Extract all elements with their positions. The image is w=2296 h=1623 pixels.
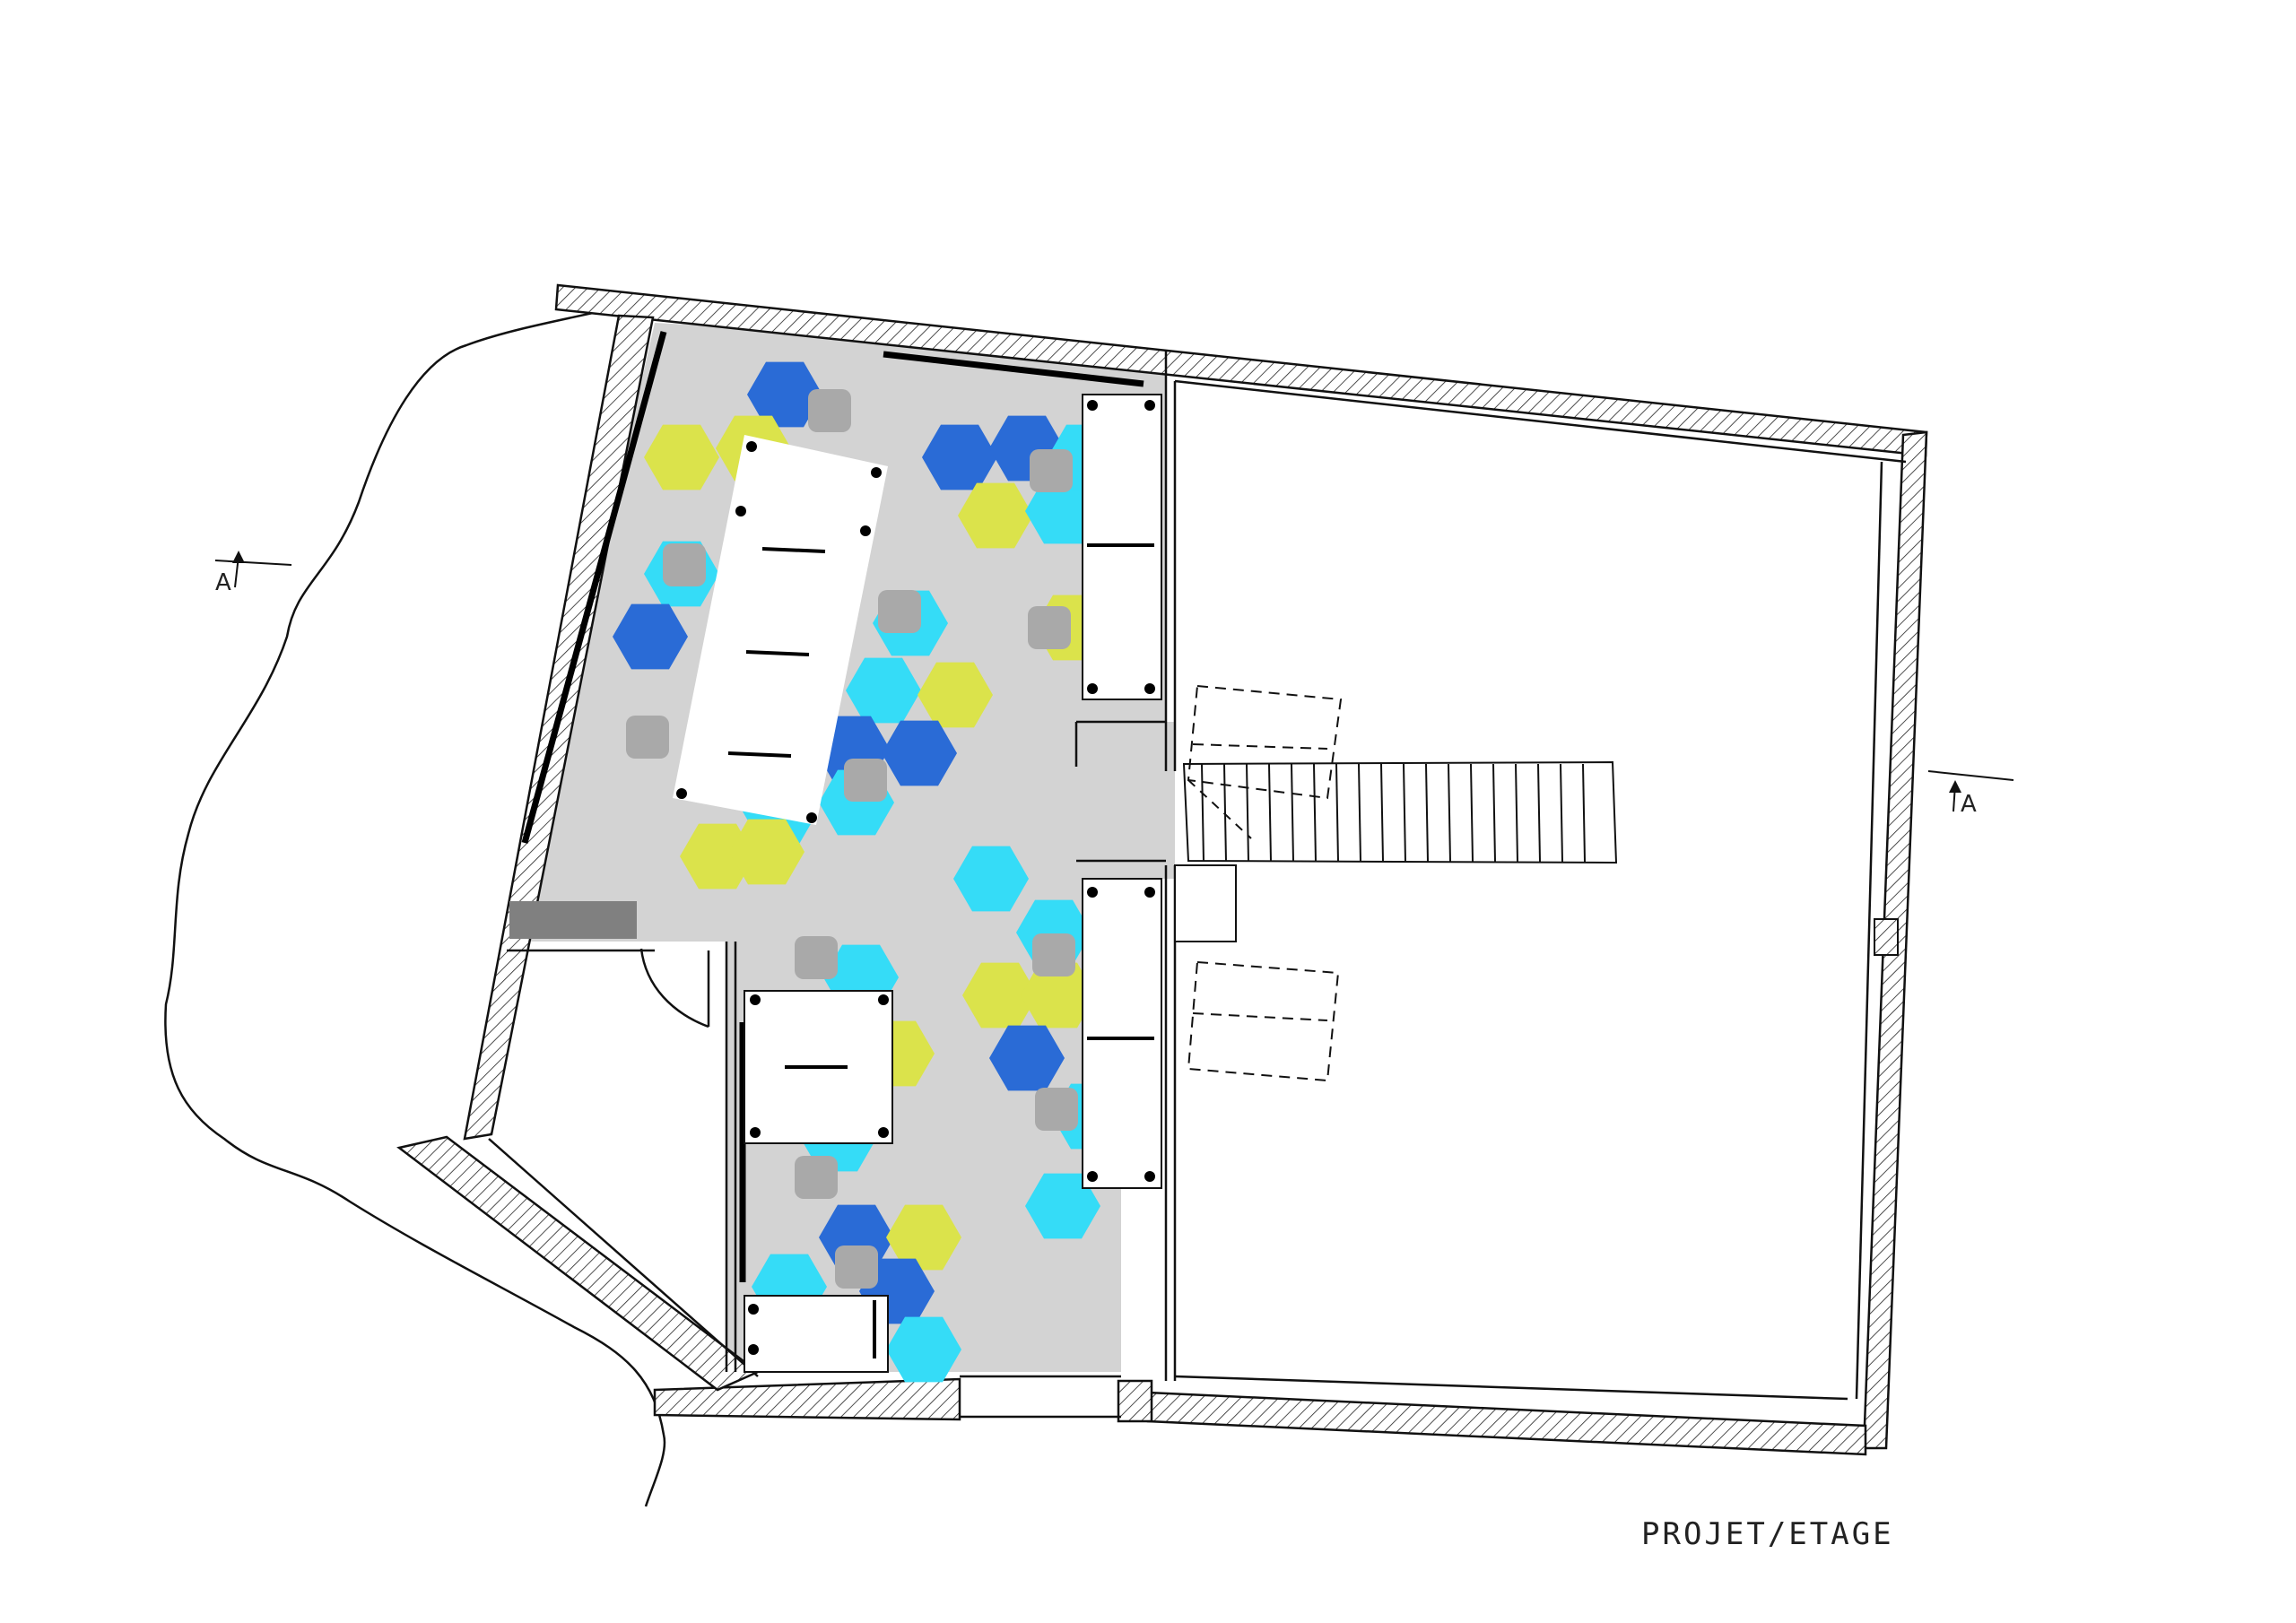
hexagon-tile [922, 424, 997, 490]
dot-icon [878, 994, 889, 1005]
stool [835, 1245, 878, 1289]
table-legs [676, 400, 1155, 1355]
stair-step [1380, 763, 1384, 863]
stool [795, 1156, 838, 1199]
hexagon-tile [989, 1025, 1065, 1091]
dot-icon [748, 1344, 759, 1355]
stair-step [1515, 763, 1518, 863]
dot-icon [735, 506, 746, 516]
dot-icon [676, 788, 687, 799]
drawing-title: PROJET/ETAGE [1641, 1516, 1894, 1552]
tables [673, 394, 1162, 1373]
hexagon-tile [846, 657, 921, 724]
dot-icon [1087, 400, 1098, 411]
dot-icon [1144, 887, 1155, 898]
stools [626, 389, 1078, 1289]
small-table [744, 1295, 889, 1373]
dot-icon [1087, 683, 1098, 694]
hexagon-tile [953, 846, 1029, 912]
stair-step [1335, 763, 1339, 863]
dot-icon [1144, 683, 1155, 694]
staircase [1182, 760, 1618, 864]
bench [509, 901, 637, 939]
dot-icon [748, 1304, 759, 1315]
dot-icon [1144, 400, 1155, 411]
door-swing [639, 948, 709, 1028]
hexagon-tile [886, 1204, 961, 1271]
hexagon-tile [729, 819, 804, 885]
stair-step [1313, 763, 1317, 863]
stool [1032, 933, 1075, 976]
stair-step [1425, 763, 1429, 863]
dashed-openings [960, 684, 1343, 1377]
terrain-outline [164, 308, 666, 1507]
dot-icon [746, 441, 757, 452]
stool [844, 759, 887, 802]
stair-step [1560, 763, 1563, 863]
dot-icon [750, 1127, 761, 1138]
dot-icon [871, 467, 882, 478]
stair-step [1470, 763, 1474, 863]
table-divider [727, 751, 792, 758]
stair-step [1358, 763, 1361, 863]
hexagon-tile [1025, 1173, 1100, 1239]
dot-icon [878, 1127, 889, 1138]
stair-step [1223, 763, 1227, 863]
window-strips [521, 331, 1144, 1282]
dot-icon [1087, 1171, 1098, 1182]
stair-step [1537, 763, 1541, 863]
stair-step [1582, 763, 1586, 863]
dot-icon [1087, 887, 1098, 898]
stair-steps [1201, 763, 1586, 863]
stool [1030, 449, 1073, 492]
stair-step [1448, 763, 1451, 863]
side-table-bottom [1082, 878, 1162, 1189]
wall-niche [1174, 864, 1237, 942]
stair-step [1201, 763, 1205, 863]
hexagon-tile [1021, 962, 1096, 1028]
dot-icon [806, 812, 817, 823]
stool [795, 936, 838, 979]
stair-step [1403, 763, 1406, 863]
section-marker-left: A [214, 551, 292, 596]
stool [1035, 1088, 1078, 1131]
section-marker-right: A [1927, 770, 2014, 818]
stool [1028, 606, 1071, 649]
long-table [673, 435, 888, 825]
hexagon-tile [958, 482, 1033, 549]
hexagon-tile [886, 1316, 961, 1383]
hexagon-tile [644, 424, 719, 490]
dot-icon [860, 525, 871, 536]
up-arrow-icon [1949, 780, 1961, 793]
stair-step [1492, 763, 1496, 863]
section-label-left: A [215, 569, 231, 596]
stair-step [1246, 763, 1249, 863]
stool [808, 389, 851, 432]
hexagon-tile [882, 720, 957, 786]
dot-icon [1144, 1171, 1155, 1182]
stair-step [1268, 763, 1272, 863]
stool [878, 590, 921, 633]
hexagon-tile [747, 361, 822, 428]
stool [626, 716, 669, 759]
stool [663, 543, 706, 586]
dot-icon [750, 994, 761, 1005]
hexagon-tile [962, 962, 1038, 1028]
table-divider [761, 547, 826, 553]
up-arrow-icon [232, 551, 245, 563]
table-divider [745, 650, 810, 656]
stair-step [1291, 763, 1294, 863]
hexagon-tile [613, 603, 688, 670]
hexagon-tile [918, 662, 993, 728]
section-label-right: A [1961, 791, 1977, 818]
